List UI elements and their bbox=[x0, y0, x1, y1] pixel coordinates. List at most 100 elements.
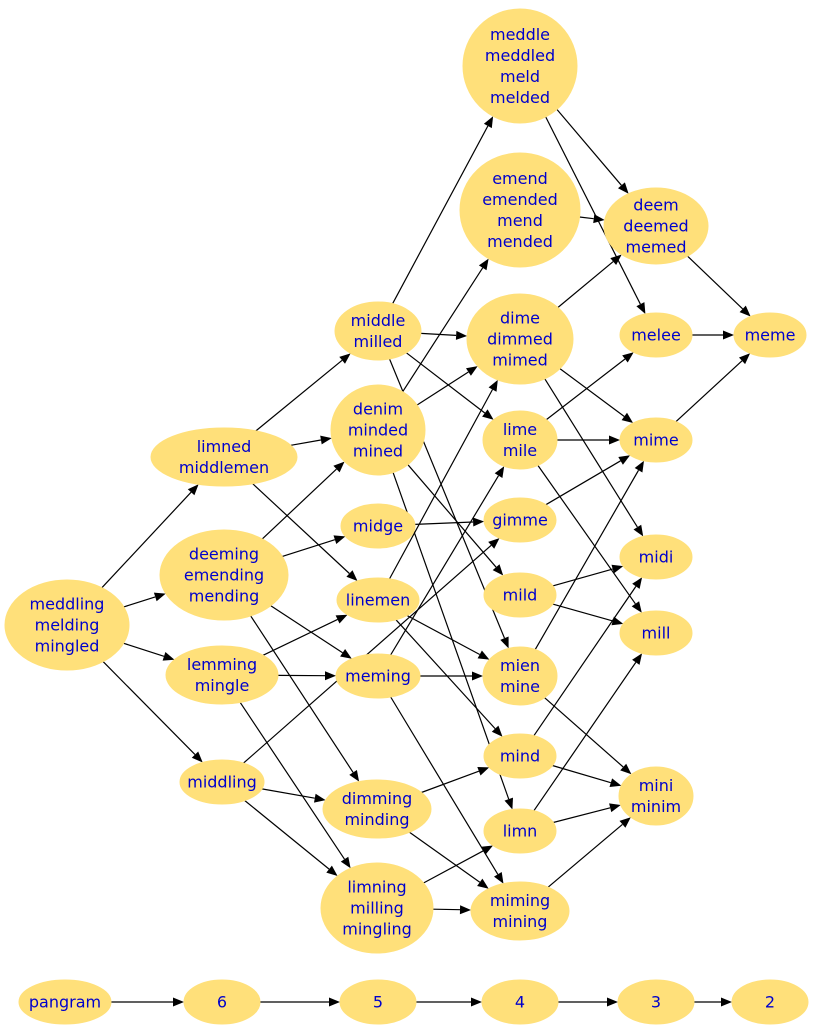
edge-mien-to-mime bbox=[534, 460, 644, 650]
node-ellipse bbox=[150, 427, 298, 487]
edge-line bbox=[270, 605, 343, 654]
arrow-head-icon bbox=[191, 751, 203, 763]
edge-line bbox=[675, 360, 743, 423]
arrow-head-icon bbox=[326, 865, 338, 876]
edge-line bbox=[552, 568, 613, 587]
node-ellipse bbox=[731, 979, 809, 1025]
edge-line bbox=[545, 460, 621, 506]
edge-limned-to-middle bbox=[255, 353, 351, 432]
node-ellipse bbox=[320, 862, 434, 954]
node-ellipse bbox=[619, 417, 693, 463]
arrow-head-icon bbox=[610, 254, 622, 265]
arrow-head-icon bbox=[333, 535, 346, 544]
node-label-limn: limn bbox=[503, 822, 538, 841]
node-ellipse bbox=[482, 410, 558, 470]
arrow-head-icon bbox=[339, 353, 351, 364]
node-ellipse bbox=[483, 733, 557, 779]
arrow-head-icon bbox=[739, 353, 751, 365]
node-label-mild: mild bbox=[503, 586, 538, 605]
edge-dime-to-midi bbox=[544, 378, 644, 537]
node-label-emended: emended bbox=[482, 190, 558, 209]
edge-line bbox=[544, 378, 638, 528]
node-label-milling: milling bbox=[350, 899, 404, 918]
edge-meddling-to-deeming bbox=[123, 592, 166, 608]
arrow-head-icon bbox=[632, 653, 643, 665]
edge-line bbox=[123, 642, 165, 657]
edge-5-to-4 bbox=[416, 997, 482, 1007]
node-2: 2 bbox=[731, 979, 809, 1025]
node-label-meddling: meddling bbox=[30, 595, 105, 614]
edge-line bbox=[414, 521, 474, 525]
arrow-head-icon bbox=[609, 435, 620, 445]
node-ellipse bbox=[617, 979, 695, 1025]
arrow-head-icon bbox=[619, 817, 631, 828]
node-label-memed: memed bbox=[625, 238, 686, 257]
node-ellipse bbox=[483, 572, 557, 618]
edge-meddling-to-limned bbox=[101, 484, 199, 589]
node-meme: meme bbox=[733, 312, 807, 358]
arrow-head-icon bbox=[340, 649, 352, 659]
edge-line bbox=[261, 468, 337, 540]
node-label-pangram: pangram bbox=[29, 993, 101, 1012]
node-label-mined: mined bbox=[353, 442, 403, 461]
arrow-head-icon bbox=[739, 305, 751, 317]
edge-mien-to-mini bbox=[544, 697, 632, 775]
edge-line bbox=[252, 483, 350, 574]
node-label-3: 3 bbox=[651, 993, 661, 1012]
edge-line bbox=[402, 267, 484, 393]
node-ellipse bbox=[335, 653, 421, 699]
node-label-middling: middling bbox=[187, 773, 257, 792]
node-label-mining: mining bbox=[493, 912, 548, 931]
edge-mild-to-midi bbox=[552, 564, 624, 587]
edge-lemming-to-linemen bbox=[262, 614, 348, 656]
arrow-head-icon bbox=[320, 435, 332, 445]
edge-line bbox=[262, 618, 338, 656]
node-limn: limn bbox=[483, 808, 557, 854]
edge-linemen-to-mind bbox=[395, 619, 503, 737]
edge-mind-to-midi bbox=[533, 577, 643, 737]
edge-line bbox=[239, 702, 345, 860]
node-label-2: 2 bbox=[765, 993, 775, 1012]
node-label-middlemen: middlemen bbox=[179, 458, 269, 477]
node-ellipse bbox=[336, 577, 420, 623]
edge-4-to-3 bbox=[558, 997, 618, 1007]
edge-meming-to-miming bbox=[390, 696, 504, 884]
arrow-head-icon bbox=[491, 725, 503, 737]
edge-melee-to-meme bbox=[692, 330, 734, 340]
edge-line bbox=[390, 696, 499, 875]
node-label-4: 4 bbox=[515, 993, 525, 1012]
edge-meddling-to-lemming bbox=[123, 642, 175, 661]
arrow-head-icon bbox=[620, 763, 632, 775]
arrow-head-icon bbox=[481, 845, 493, 855]
node-label-limned: limned bbox=[197, 437, 252, 456]
arrow-head-icon bbox=[721, 997, 732, 1007]
node-label-mend: mend bbox=[497, 211, 543, 230]
edge-mind-to-mini bbox=[552, 764, 622, 787]
edge-line bbox=[557, 261, 614, 308]
node-6: 6 bbox=[183, 979, 261, 1025]
node-label-midi: midi bbox=[639, 548, 674, 567]
arrow-head-icon bbox=[477, 878, 489, 889]
node-label-gimme: gimme bbox=[492, 511, 548, 530]
edge-limned-to-linemen bbox=[252, 483, 358, 581]
node-label-emend: emend bbox=[492, 169, 548, 188]
node-label-limning: limning bbox=[347, 878, 406, 897]
node-label-emending: emending bbox=[184, 566, 264, 585]
arrow-head-icon bbox=[607, 997, 618, 1007]
node-mill: mill bbox=[619, 610, 693, 656]
node-label-deem: deem bbox=[633, 196, 678, 215]
node-ellipse bbox=[183, 979, 261, 1025]
edge-limning-to-miming bbox=[432, 905, 471, 915]
node-middling: middling bbox=[179, 759, 265, 805]
node-mime: mime bbox=[619, 417, 693, 463]
edge-line bbox=[579, 216, 594, 220]
edge-line bbox=[432, 908, 461, 911]
edge-line bbox=[290, 439, 322, 446]
edge-line bbox=[421, 770, 480, 794]
